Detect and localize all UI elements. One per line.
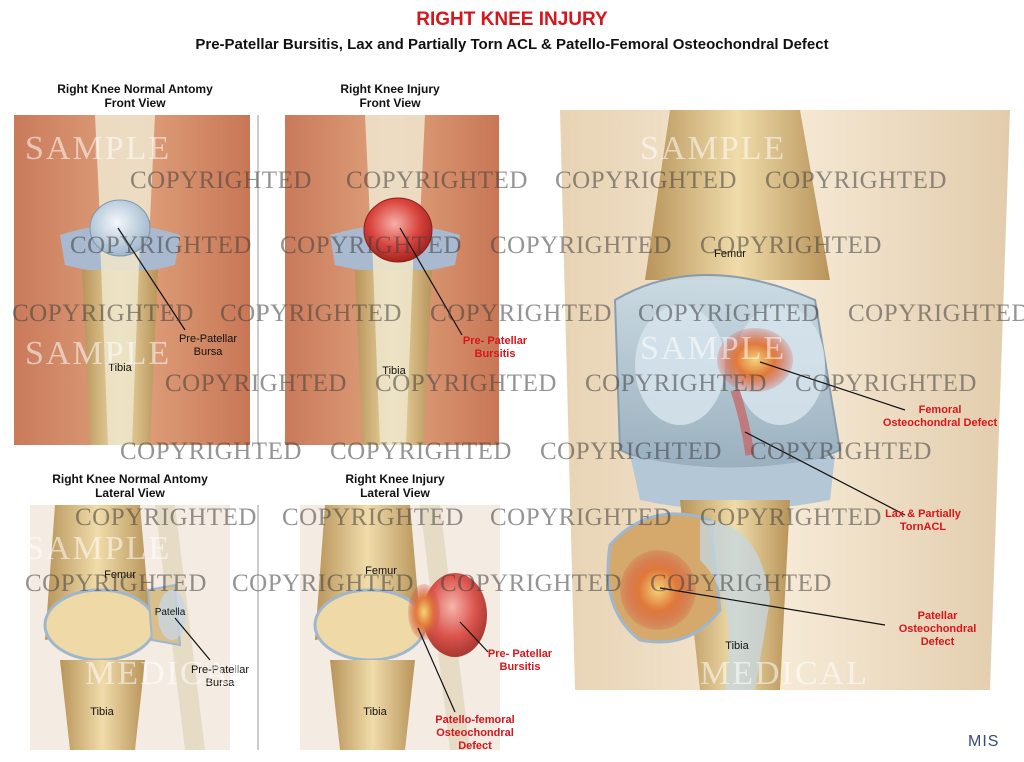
label-pre-patellar-bursa: Pre-Patellar Bursa	[190, 664, 250, 689]
label-femur: Femur	[714, 248, 746, 260]
label-tibia: Tibia	[725, 640, 749, 652]
label-femoral-osteochondral-defect: Femoral Osteochondral Defect	[882, 404, 998, 429]
watermark-copyrighted: COPYRIGHTED	[346, 167, 528, 194]
label-tibia: Tibia	[363, 706, 387, 718]
panel-title-injury-front: Right Knee Injury Front View	[340, 82, 440, 110]
watermark-copyrighted: COPYRIGHTED	[280, 232, 462, 259]
label-femur: Femur	[104, 569, 136, 581]
watermark-copyrighted: COPYRIGHTED	[490, 232, 672, 259]
watermark-copyrighted: COPYRIGHTED	[650, 570, 832, 597]
watermark-copyrighted: COPYRIGHTED	[165, 370, 347, 397]
label-tibia: Tibia	[90, 706, 114, 718]
label-patello-femoral-defect: Patello-femoral Osteochondral Defect	[435, 714, 515, 752]
injury-lateral-knee	[300, 505, 500, 750]
watermark-copyrighted: COPYRIGHTED	[375, 370, 557, 397]
watermark-copyrighted: COPYRIGHTED	[220, 300, 402, 327]
watermark-copyrighted: COPYRIGHTED	[540, 438, 722, 465]
watermark-copyrighted: COPYRIGHTED	[490, 504, 672, 531]
label-femur: Femur	[365, 565, 397, 577]
watermark-copyrighted: COPYRIGHTED	[330, 438, 512, 465]
mis-logo: MIS	[968, 733, 1000, 750]
panel-title-injury-lateral: Right Knee Injury Lateral View	[345, 472, 445, 500]
injury-front-knee	[285, 115, 499, 445]
watermark-copyrighted: COPYRIGHTED	[282, 504, 464, 531]
page-subtitle: Pre-Patellar Bursitis, Lax and Partially…	[195, 36, 829, 53]
watermark-copyrighted: COPYRIGHTED	[848, 300, 1024, 327]
watermark-copyrighted: COPYRIGHTED	[25, 570, 207, 597]
watermark-copyrighted: COPYRIGHTED	[555, 167, 737, 194]
label-patellar-osteochondral-defect: Patellar Osteochondral Defect	[898, 610, 977, 648]
watermark-copyrighted: COPYRIGHTED	[130, 167, 312, 194]
watermark-copyrighted: COPYRIGHTED	[440, 570, 622, 597]
label-pre-patellar-bursitis: Pre- Patellar Bursitis	[487, 648, 553, 673]
label-tibia: Tibia	[108, 362, 132, 374]
label-tibia: Tibia	[382, 365, 406, 377]
label-lax-torn-acl: Lax & Partially TornACL	[885, 508, 961, 533]
watermark-sample: SAMPLE	[25, 130, 172, 167]
watermark-copyrighted: COPYRIGHTED	[70, 232, 252, 259]
label-pre-patellar-bursa: Pre-Patellar Bursa	[178, 333, 238, 358]
watermark-copyrighted: COPYRIGHTED	[75, 504, 257, 531]
watermark-copyrighted: COPYRIGHTED	[795, 370, 977, 397]
watermark-sample: SAMPLE	[25, 335, 172, 372]
watermark-copyrighted: COPYRIGHTED	[232, 570, 414, 597]
normal-lateral-knee	[30, 505, 230, 750]
watermark-copyrighted: COPYRIGHTED	[12, 300, 194, 327]
watermark-sample: SAMPLE	[25, 530, 172, 567]
watermark-sample: SAMPLE	[640, 330, 787, 367]
watermark-copyrighted: COPYRIGHTED	[638, 300, 820, 327]
watermark-sample: SAMPLE	[640, 130, 787, 167]
label-pre-patellar-bursitis: Pre- Patellar Bursitis	[462, 335, 528, 360]
watermark-medical: MEDICAL	[700, 655, 869, 692]
watermark-copyrighted: COPYRIGHTED	[765, 167, 947, 194]
panel-title-normal-lateral: Right Knee Normal Antomy Lateral View	[52, 472, 208, 500]
watermark-copyrighted: COPYRIGHTED	[700, 504, 882, 531]
label-patella: Patella	[154, 607, 186, 618]
watermark-copyrighted: COPYRIGHTED	[750, 438, 932, 465]
watermark-medical: MEDICAL	[85, 655, 254, 692]
watermark-copyrighted: COPYRIGHTED	[430, 300, 612, 327]
watermark-copyrighted: COPYRIGHTED	[120, 438, 302, 465]
normal-front-knee	[14, 115, 250, 445]
watermark-copyrighted: COPYRIGHTED	[700, 232, 882, 259]
page-title: RIGHT KNEE INJURY	[416, 9, 608, 30]
watermark-copyrighted: COPYRIGHTED	[585, 370, 767, 397]
detailed-knee	[540, 110, 1024, 690]
panel-title-normal-front: Right Knee Normal Antomy Front View	[57, 82, 213, 110]
